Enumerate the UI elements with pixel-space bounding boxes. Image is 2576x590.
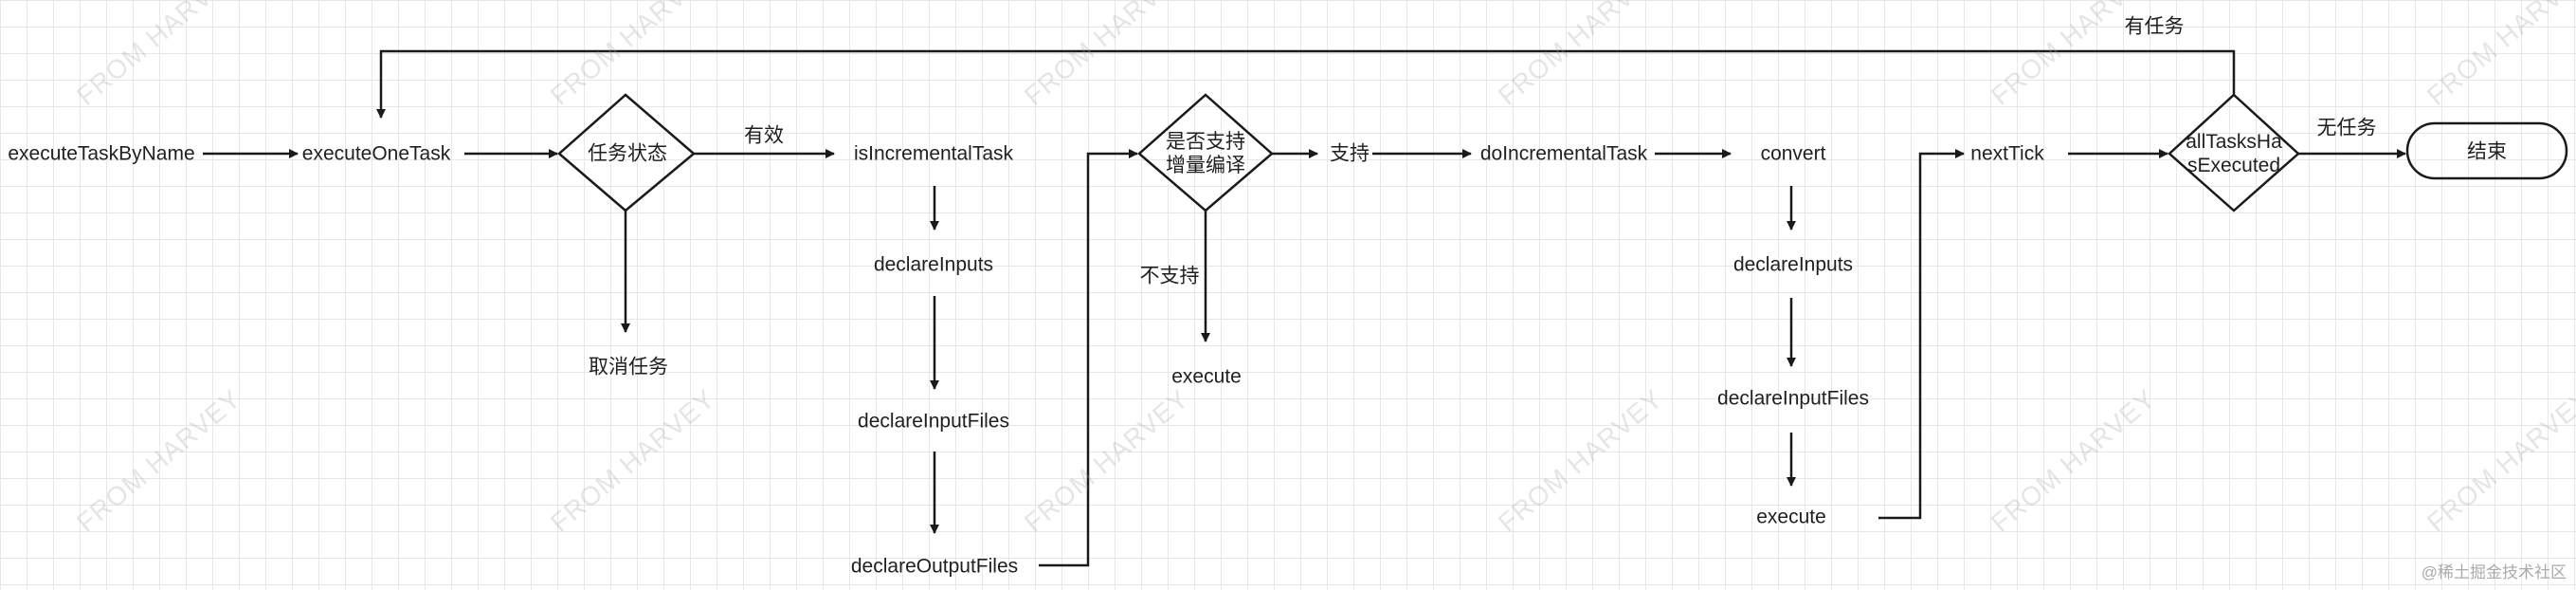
credit-text: @稀土掘金技术社区 (2421, 563, 2567, 581)
edge-label-valid: 有效 (744, 124, 784, 147)
arrow-execute-to-next-tick (1878, 149, 1965, 520)
node-declare-input-files-1: declareInputFiles (858, 410, 1009, 433)
node-execute-2: execute (1756, 506, 1826, 528)
end-terminator (2405, 121, 2568, 180)
arrow-output-to-decision (1039, 149, 1138, 567)
node-execute-task-by-name: executeTaskByName (8, 142, 195, 165)
all-tasks-executed-diamond (2168, 93, 2300, 212)
node-supports-incremental: 是否支持增量编译 (1166, 130, 1245, 176)
node-execute-1: execute (1171, 365, 1242, 388)
edge-label-has-tasks: 有任务 (2124, 15, 2185, 38)
node-declare-inputs-2: declareInputs (1732, 253, 1854, 276)
node-cancel-task: 取消任务 (589, 356, 668, 378)
node-task-state: 任务状态 (588, 142, 667, 165)
arrow-has-tasks-loop (376, 49, 2236, 119)
node-do-incremental-task: doIncrementalTask (1479, 142, 1648, 165)
node-declare-inputs-1: declareInputs (873, 253, 994, 276)
node-convert: convert (1760, 142, 1826, 165)
node-execute-one-task: executeOneTask (301, 142, 451, 165)
node-end: 结束 (2467, 140, 2507, 163)
node-declare-output-files: declareOutputFiles (850, 555, 1019, 578)
node-declare-input-files-2: declareInputFiles (1717, 387, 1869, 410)
edge-label-not-supported: 不支持 (1139, 265, 1200, 287)
node-next-tick: nextTick (1970, 142, 2044, 165)
edge-label-no-tasks: 无任务 (2316, 117, 2377, 139)
node-is-incremental-task: isIncrementalTask (853, 142, 1014, 165)
node-supported: 支持 (1330, 142, 1370, 165)
node-all-tasks-executed: allTasksHasExecuted (2186, 130, 2282, 176)
